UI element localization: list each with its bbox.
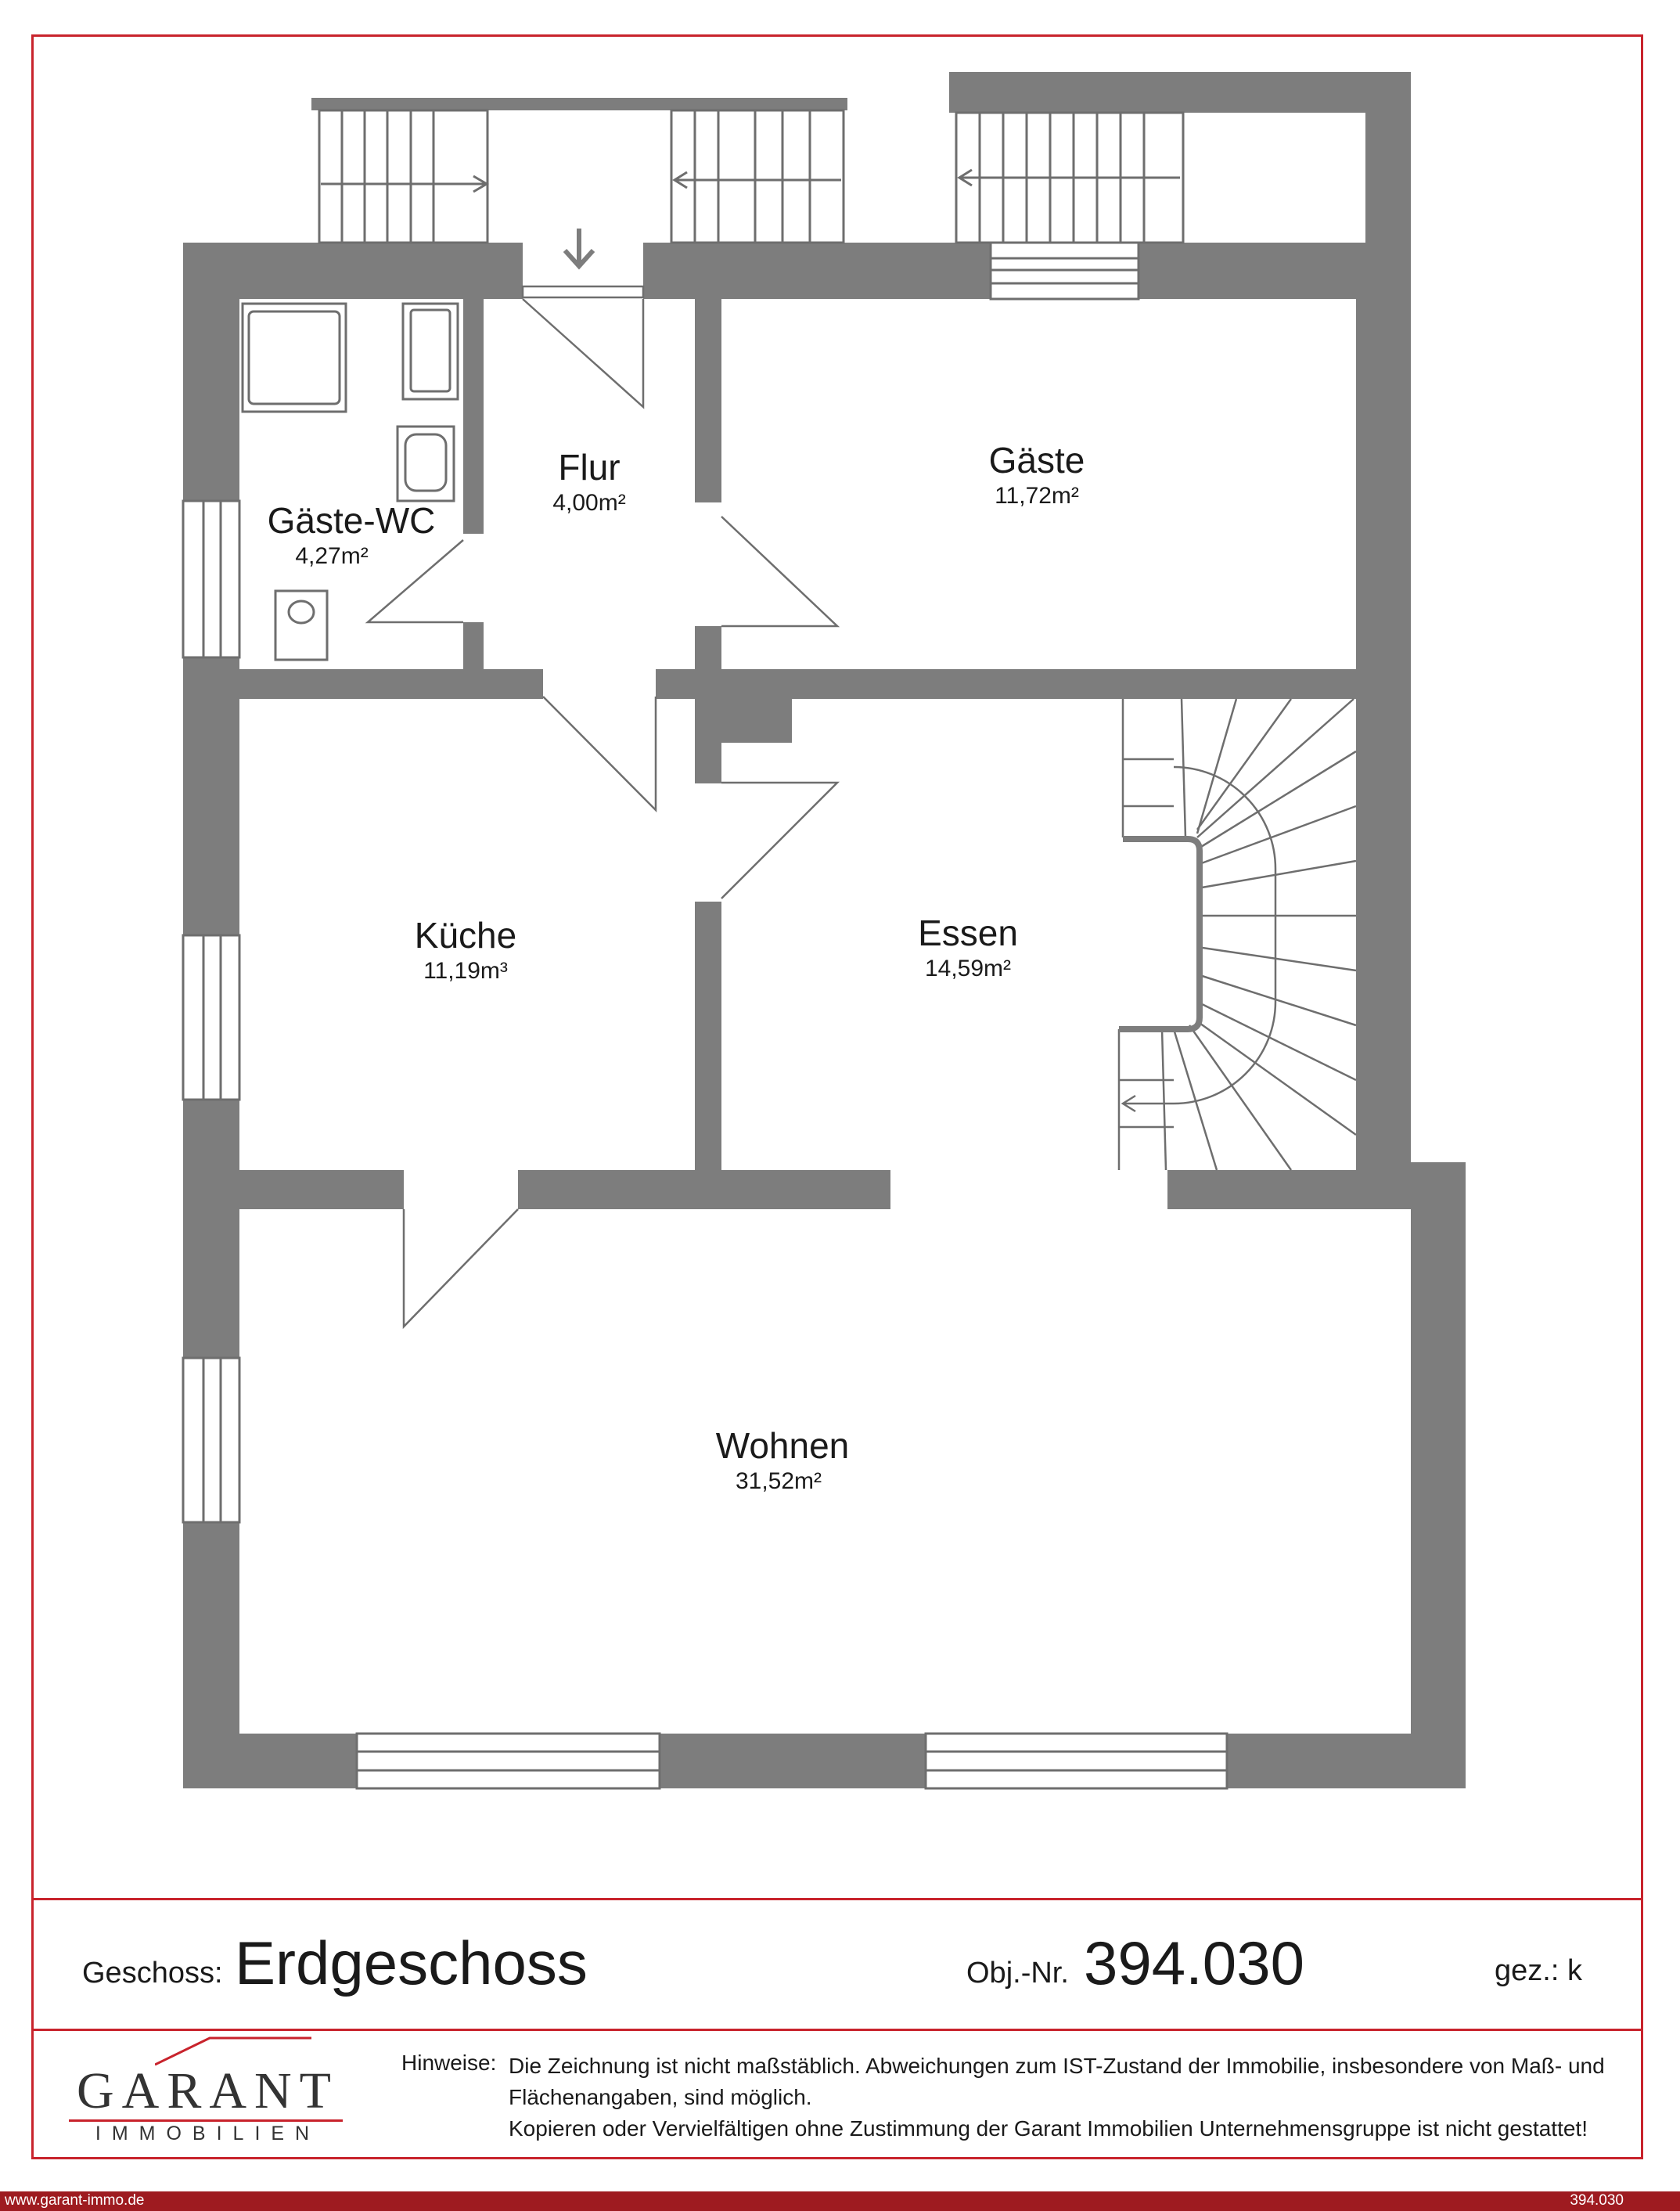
floor-plan <box>182 72 1466 1790</box>
room-area: 11,72m² <box>995 482 1079 509</box>
footer-url-link[interactable]: www.garant-immo.de <box>5 2192 145 2209</box>
room-area: 11,19m³ <box>423 957 508 984</box>
room-name: Gäste-WC <box>267 500 436 541</box>
room-essen: Essen 14,59m² <box>918 913 1018 984</box>
wall-right-upper <box>1356 243 1411 1170</box>
doors <box>365 285 840 1330</box>
inner-staircase <box>1117 698 1357 1171</box>
entry-arrow-icon <box>563 229 595 270</box>
logo-word: GARANT <box>77 2062 339 2119</box>
wall-wc-flur-2 <box>463 622 484 669</box>
windows <box>182 241 1229 1790</box>
wall-top-middle <box>643 243 991 299</box>
footer-bar <box>0 2191 1680 2211</box>
logo-sub: IMMOBILIEN <box>95 2123 321 2144</box>
room-name: Gäste <box>988 440 1085 481</box>
room-gaeste-wc: Gäste-WC 4,27m² <box>268 501 436 571</box>
footer-number: 394.030 <box>1570 2192 1624 2209</box>
hinweise-line-1: Die Zeichnung ist nicht maßstäblich. Abw… <box>509 2054 1605 2078</box>
obj-nr-value: 394.030 <box>1084 1928 1304 1997</box>
wall-wc-flur <box>463 299 484 534</box>
geschoss-label: Geschoss: <box>82 1957 223 1990</box>
stair-handrail <box>1119 836 1203 1032</box>
room-kueche: Küche 11,19m³ <box>415 916 516 986</box>
wall-pillar <box>695 699 792 743</box>
garant-logo: GARANT IMMOBILIEN <box>69 2035 347 2144</box>
room-area: 31,52m² <box>735 1467 822 1494</box>
logo-underline <box>69 2119 343 2122</box>
bathroom-fixtures <box>241 302 459 661</box>
wall-flur-gaeste <box>695 299 721 502</box>
hinweise-line-3: Kopieren oder Vervielfältigen ohne Zusti… <box>509 2116 1588 2141</box>
wall-wc-kueche <box>239 669 543 699</box>
wall-essen-wohnen <box>1167 1170 1411 1209</box>
divider-plan <box>31 1898 1643 1900</box>
wall-left-2 <box>183 657 239 935</box>
wall-gaeste-essen <box>656 669 1356 699</box>
room-area: 4,27m² <box>295 542 369 569</box>
room-name: Flur <box>558 447 621 488</box>
wall-flur-gaeste-2 <box>695 626 721 669</box>
wall-left-3 <box>183 1100 239 1358</box>
wall-porch-top <box>949 72 1411 113</box>
hinweise-label: Hinweise: <box>401 2051 497 2075</box>
wall-bottom-1 <box>183 1734 357 1788</box>
room-wohnen: Wohnen 31,52m² <box>716 1426 850 1496</box>
room-name: Essen <box>918 913 1018 953</box>
wall-kueche-essen <box>695 902 721 1172</box>
wall-kueche-wohnen-1 <box>239 1170 404 1209</box>
wall-top-left <box>183 243 523 299</box>
wall-kueche-wohnen-2 <box>518 1170 890 1209</box>
walls <box>183 72 1466 1788</box>
room-area: 4,00m² <box>552 489 626 516</box>
porch-stairs <box>318 109 1185 244</box>
room-flur: Flur 4,00m² <box>552 448 625 518</box>
room-name: Küche <box>414 915 517 956</box>
page-frame <box>31 34 1643 2159</box>
divider-info <box>31 2029 1643 2031</box>
hinweise-line-2: Flächenangaben, sind möglich. <box>509 2085 812 2109</box>
gez-label: gez.: k <box>1495 1954 1582 1987</box>
room-name: Wohnen <box>715 1425 850 1466</box>
geschoss-value: Erdgeschoss <box>235 1928 588 1997</box>
wall-left-1 <box>183 243 239 501</box>
room-gaeste: Gäste 11,72m² <box>989 441 1085 511</box>
wall-pillar-2 <box>695 743 721 783</box>
wall-porch-right <box>1365 72 1411 244</box>
wall-right-lower <box>1411 1162 1466 1788</box>
room-area: 14,59m² <box>924 955 1012 981</box>
hinweise-text: Die Zeichnung ist nicht maßstäblich. Abw… <box>509 2051 1643 2144</box>
wall-bottom-2 <box>660 1734 926 1788</box>
wall-porch-rail <box>311 98 847 110</box>
obj-nr-label: Obj.-Nr. <box>966 1957 1069 1990</box>
logo-roof-icon <box>155 2036 311 2066</box>
